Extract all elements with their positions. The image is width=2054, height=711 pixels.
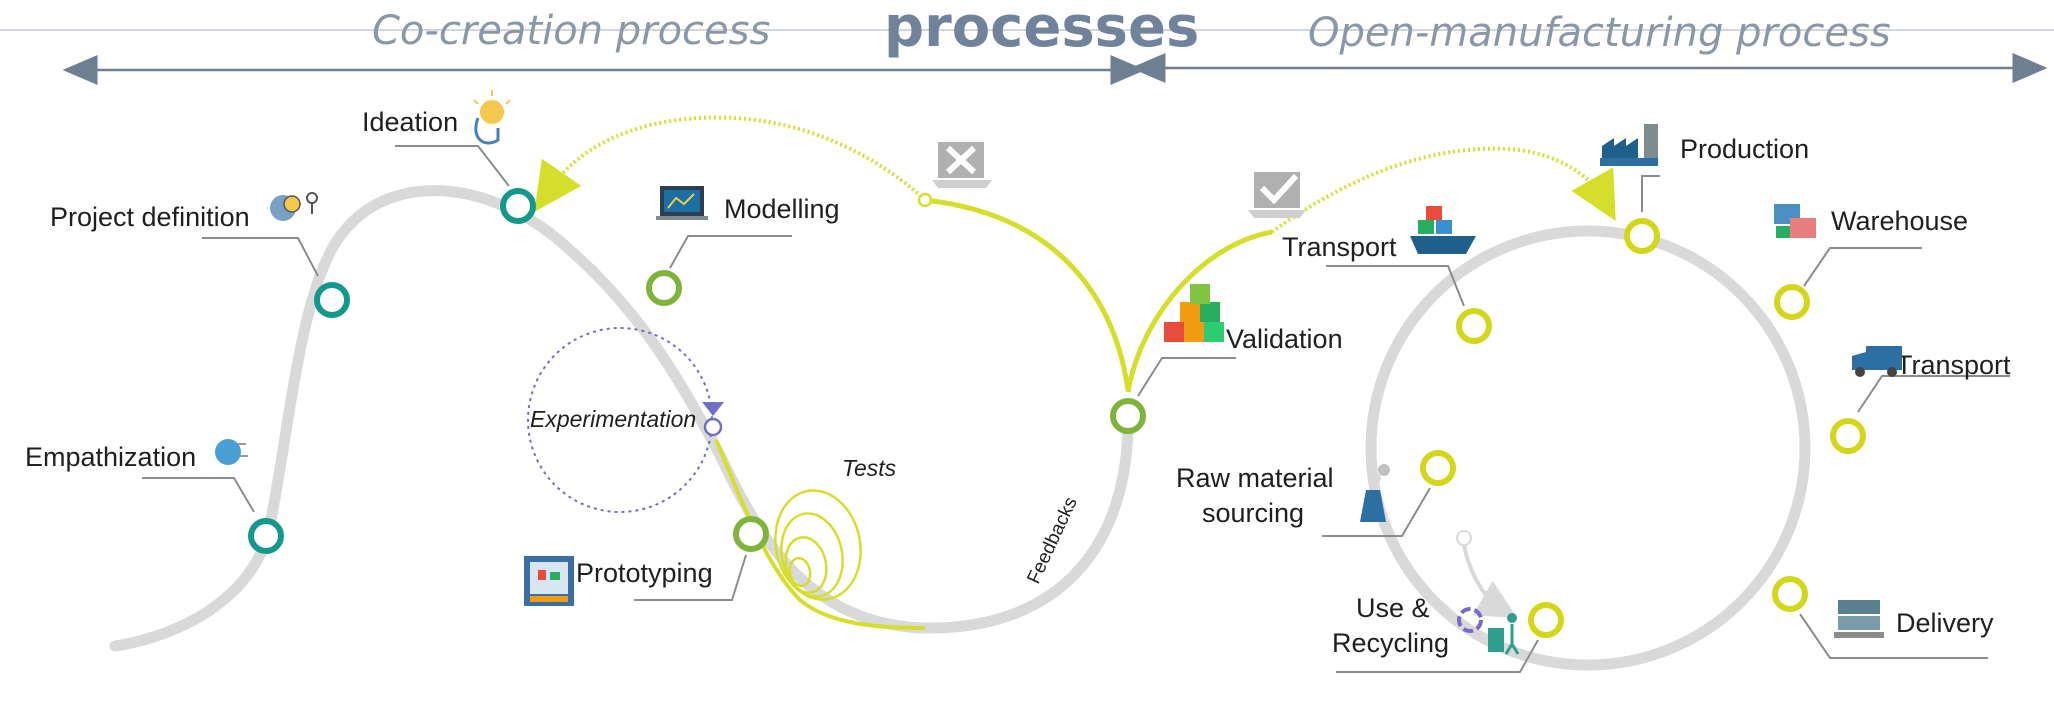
- validation-label: Validation: [1226, 324, 1343, 354]
- feedback-junction: [917, 192, 933, 208]
- feedback-curve: [924, 197, 1131, 391]
- rejected-box-icon: [932, 142, 992, 188]
- raw-material-label-line1: Raw material: [1176, 463, 1334, 493]
- factory-icon: [1600, 124, 1658, 166]
- delivery-label: Delivery: [1896, 608, 1994, 638]
- transport-right-node: [1830, 418, 1866, 454]
- transport-left-node: [1456, 308, 1492, 344]
- use-recycling-node: [1528, 602, 1564, 638]
- raw-material-node: [1420, 450, 1456, 486]
- co-creation-heading: Co-creation process: [372, 8, 770, 54]
- ideation-leader: [395, 145, 510, 187]
- ideation-node: [500, 188, 536, 224]
- project-definition-label: Project definition: [50, 202, 250, 232]
- validation-to-open-curve: [1125, 229, 1273, 393]
- tests-track-highlight: [714, 439, 926, 630]
- co-creation-track: [109, 185, 1134, 652]
- bin-icon: [1488, 613, 1520, 655]
- warehouse-label: Warehouse: [1831, 206, 1968, 236]
- validation-leader: [1137, 357, 1236, 397]
- validation-node: [1110, 398, 1146, 434]
- warehouse-node: [1774, 284, 1810, 320]
- loop-start-junction: [1456, 530, 1472, 546]
- gear-head-icon: [270, 192, 318, 221]
- modelling-leader: [669, 235, 792, 269]
- delivery-boxes-icon: [1834, 600, 1884, 638]
- loop-return-arrow: [1462, 544, 1518, 618]
- experimentation-node: [703, 417, 723, 437]
- use-recycling-leader: [1336, 639, 1539, 673]
- transport-left-leader: [1326, 265, 1465, 307]
- screen-chart-icon: [656, 186, 708, 220]
- recycle-icon: [1457, 607, 1483, 633]
- use-label-line1: Use &: [1356, 593, 1430, 623]
- modelling-node: [646, 270, 682, 306]
- project-definition-node: [314, 282, 350, 318]
- tests-label: Tests: [842, 455, 897, 481]
- transport-right-leader: [1857, 375, 2010, 413]
- raw-material-leader: [1322, 487, 1431, 537]
- production-leader: [1641, 175, 1660, 212]
- prototyping-node: [733, 516, 769, 552]
- power-plant-icon: [1360, 464, 1390, 522]
- ship-icon: [1410, 206, 1476, 254]
- delivery-node: [1772, 576, 1808, 612]
- head-icon: [215, 439, 248, 465]
- use-label-line2: Recycling: [1332, 628, 1449, 658]
- open-manufacturing-heading: Open-manufacturing process: [1308, 10, 1891, 56]
- open-manufacturing-ring: [1365, 225, 1811, 671]
- raw-material-label-line2: sourcing: [1202, 498, 1304, 528]
- project-definition-leader: [202, 237, 319, 277]
- delivery-leader: [1799, 613, 1988, 659]
- ideation-label: Ideation: [362, 107, 458, 137]
- feedback-dotted-curve: [534, 115, 927, 212]
- approved-box-icon: [1248, 172, 1306, 218]
- processes-heading: processes: [884, 0, 1199, 60]
- truck-icon: [1852, 346, 1902, 377]
- modelling-label: Modelling: [724, 194, 840, 224]
- experimentation-marker-icon: [702, 402, 724, 416]
- prototyping-label: Prototyping: [576, 558, 713, 588]
- transport-right-label: Transport: [1896, 350, 2011, 380]
- empathization-leader: [142, 477, 255, 513]
- storage-boxes-icon: [1774, 204, 1816, 238]
- empathization-label: Empathization: [25, 442, 196, 472]
- lightbulb-head-icon: [473, 90, 511, 145]
- empathization-node: [248, 518, 284, 554]
- production-node: [1624, 218, 1660, 254]
- production-label: Production: [1680, 134, 1809, 164]
- warehouse-leader: [1803, 247, 1922, 287]
- 3d-printer-icon: [524, 556, 574, 606]
- cubes-icon: [1164, 284, 1224, 342]
- experimentation-label: Experimentation: [530, 406, 696, 432]
- transport-left-label: Transport: [1282, 232, 1397, 262]
- prototyping-leader: [634, 554, 747, 601]
- tests-loops-icon: [774, 489, 862, 601]
